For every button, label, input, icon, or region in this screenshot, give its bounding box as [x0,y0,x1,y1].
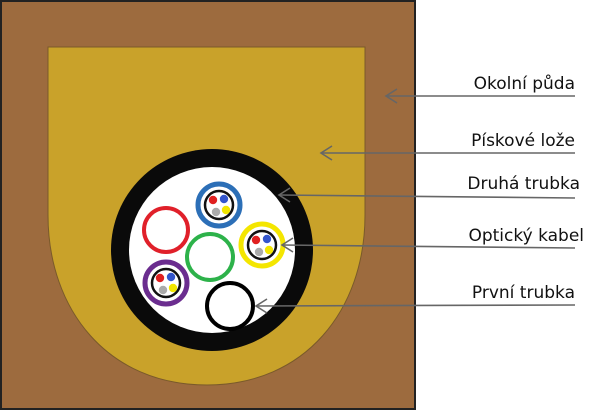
arrowhead-outer-duct [277,187,291,203]
label-outer-duct: Druhá trubka [467,174,580,194]
arrowhead-optical-cable [280,237,294,253]
fiber-yellow [264,245,274,255]
arrow-outer-duct [278,194,576,199]
subduct-red [142,206,190,254]
optical-cable-blue [195,181,243,229]
subduct-black [205,281,255,331]
label-soil: Okolní půda [474,74,575,94]
arrowhead-inner-duct [254,298,268,314]
fiber-red [155,273,165,283]
fiber-yellow [168,283,178,293]
fiber-blue [166,272,176,282]
fiber-gray [158,285,168,295]
fiber-gray [254,247,264,257]
optical-cable-purple [142,259,190,307]
fiber-red [251,235,261,245]
fiber-yellow [221,205,231,215]
fiber-blue [262,234,272,244]
arrow-optical-cable [281,244,576,249]
arrow-inner-duct [255,304,576,307]
arrowhead-soil [384,88,398,104]
fiber-red [208,195,218,205]
arrowhead-sand-bed [319,145,333,161]
label-inner-duct: První trubka [472,283,575,303]
fiber-blue [219,194,229,204]
label-sand-bed: Pískové lože [471,131,575,151]
fiber-gray [211,207,221,217]
label-optical-cable: Optický kabel [468,226,584,246]
subduct-green [185,232,235,282]
optical-cable-yellow [238,221,286,269]
